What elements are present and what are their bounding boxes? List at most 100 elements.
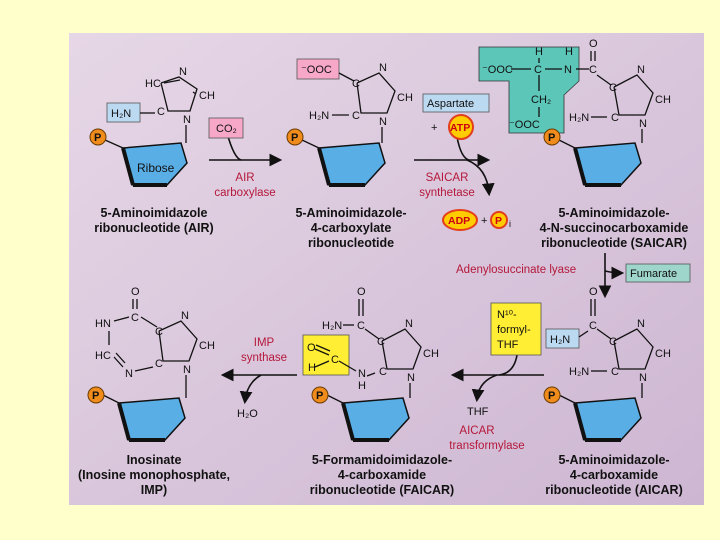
atom-o: O	[307, 342, 316, 354]
saicar-molecule: ⁻OOC C H N H CH₂ ⁻OOC C O C N CH N C H₂N…	[478, 38, 688, 250]
atom-n: N	[358, 368, 366, 380]
atom-n: N	[639, 372, 647, 384]
atom-c: C	[609, 82, 617, 94]
cair-molecule: ⁻OOC C N CH N C H₂N P 5-Aminoimidazole- …	[286, 58, 413, 250]
atom-c: C	[589, 64, 597, 76]
atom-n: N	[183, 114, 191, 126]
atom-hc: HC	[95, 350, 111, 362]
atom-ooc: ⁻OOC	[509, 119, 540, 131]
saicar-synthetase-2: synthetase	[419, 187, 475, 199]
atom-hc: HC	[145, 78, 161, 90]
atom-c: C	[131, 312, 139, 324]
atom-ch: CH	[655, 94, 671, 106]
atom-n: N	[183, 364, 191, 376]
co2-label: CO₂	[216, 123, 237, 135]
phosphate-icon: P	[89, 128, 107, 146]
aicar-molecule: O C H₂N C N CH N C H₂N P 5-Aminoimidazol…	[543, 286, 683, 497]
atom-o: O	[589, 38, 598, 50]
thf-label: THF	[467, 406, 489, 418]
atom-h2n: H₂N	[322, 320, 342, 332]
saicar-synthetase-1: SAICAR	[426, 172, 469, 184]
air-molecule: HC N CH N C H₂N Ribose P 5-Aminoimidazol…	[89, 66, 215, 235]
pi-label: P	[495, 215, 502, 227]
faicar-label-2: 4-carboxamide	[338, 468, 426, 482]
imp-synthase-1: IMP	[254, 337, 275, 349]
formyl-thf-3: THF	[497, 339, 519, 351]
aspartate-box	[422, 93, 490, 113]
atom-n: N	[639, 118, 647, 130]
atom-h2n: H₂N	[550, 334, 570, 346]
atom-ch: CH	[199, 90, 215, 102]
saicar-label-1: 5-Aminoimidazole-	[558, 206, 669, 220]
formyl-highlight	[302, 334, 350, 376]
phosphate-icon: P	[543, 128, 561, 146]
cair-label-1: 5-Aminoimidazole-	[295, 206, 406, 220]
cair-label-3: ribonucleotide	[308, 236, 394, 250]
aicar-label-1: 5-Aminoimidazole-	[558, 453, 669, 467]
atom-c: C	[352, 110, 360, 122]
carboxylate-highlight	[296, 58, 340, 80]
imp-label-3: IMP)	[141, 483, 167, 497]
atom-c: C	[611, 366, 619, 378]
atom-ooc: ⁻OOC	[482, 64, 513, 76]
formyl-thf-1: N¹⁰-	[497, 309, 517, 321]
atom-h2n: H₂N	[569, 112, 589, 124]
atom-c: C	[379, 366, 387, 378]
atom-n: N	[637, 64, 645, 76]
formyl-thf-in-arrow	[498, 354, 518, 376]
plus-sign: +	[431, 122, 437, 134]
atom-c: C	[534, 64, 542, 76]
air-carboxylase-2: carboxylase	[214, 187, 275, 199]
air-label-1: 5-Aminoimidazole	[101, 206, 208, 220]
adp-badge	[442, 209, 478, 231]
atom-o: O	[357, 286, 366, 298]
adenylosuccinate-lyase: Adenylosuccinate lyase	[456, 264, 576, 276]
formyl-thf-box	[490, 302, 542, 356]
atom-ch: CH	[199, 340, 215, 352]
adp-label: ADP	[448, 215, 470, 227]
svg-text:P: P	[548, 132, 555, 144]
atom-c: C	[357, 320, 365, 332]
fumarate-label: Fumarate	[630, 268, 677, 280]
aicar-label-3: ribonucleotide (AICAR)	[545, 483, 683, 497]
imp-molecule: O C HN HC N C N CH N C P Inosinate (Inos…	[78, 286, 230, 497]
svg-text:P: P	[316, 390, 323, 402]
atom-n: N	[181, 310, 189, 322]
pi-subscript: i	[509, 219, 511, 229]
thf-out-arrow	[471, 374, 498, 403]
imp-label-1: Inosinate	[127, 453, 182, 467]
pi-badge	[490, 211, 508, 229]
atom-n: N	[637, 318, 645, 330]
atom-c: C	[611, 112, 619, 124]
atom-h: H	[358, 380, 366, 392]
atom-n: N	[179, 66, 187, 78]
atom-n: N	[379, 62, 387, 74]
atp-badge	[448, 114, 474, 140]
atom-n: N	[564, 64, 572, 76]
imp-synthase-2: synthase	[241, 352, 287, 364]
adp-out-arrow	[466, 159, 495, 197]
atom-n: N	[405, 318, 413, 330]
atom-h: H	[535, 46, 543, 58]
svg-text:P: P	[291, 132, 298, 144]
atom-c: C	[609, 336, 617, 348]
atom-h2n: H₂N	[569, 366, 589, 378]
faicar-label-3: ribonucleotide (FAICAR)	[310, 483, 454, 497]
atom-h: H	[308, 362, 316, 374]
faicar-label-1: 5-Formamidoimidazole-	[312, 453, 452, 467]
atom-h2n: H₂N	[111, 108, 131, 120]
atom-n: N	[125, 368, 133, 380]
phosphate-icon: P	[543, 386, 561, 404]
co2-box	[208, 117, 244, 139]
faicar-molecule: O C H₂N C N CH N C N H O C H P 5-Formami…	[302, 286, 454, 497]
fumarate-out-arrow	[604, 266, 625, 280]
atom-c: C	[155, 326, 163, 338]
phosphate-icon: P	[311, 386, 329, 404]
atom-ch: CH	[655, 348, 671, 360]
phosphate-icon: P	[87, 386, 105, 404]
atom-c: C	[331, 354, 339, 366]
atom-n: N	[379, 116, 387, 128]
atom-o: O	[589, 286, 598, 298]
svg-text:P: P	[94, 132, 101, 144]
ribose-label: Ribose	[137, 161, 175, 175]
